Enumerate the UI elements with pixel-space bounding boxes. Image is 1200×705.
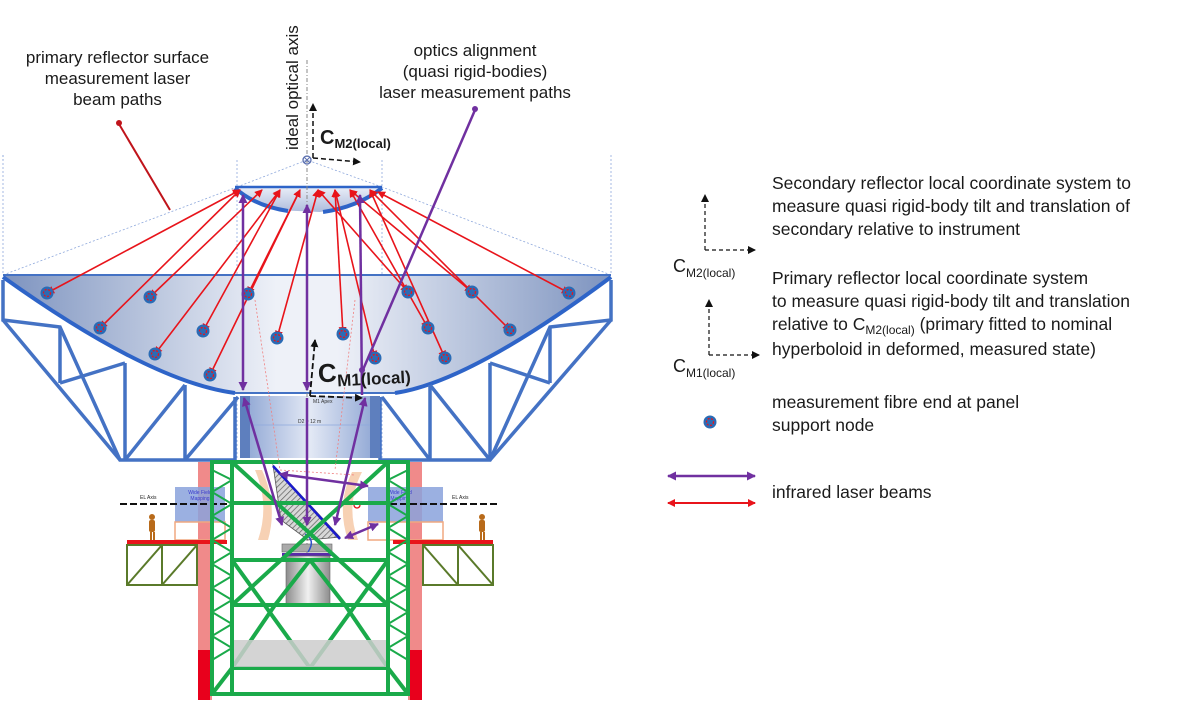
fibre-node-icon xyxy=(438,351,452,365)
legend-cm2-sub: M2(local) xyxy=(686,266,736,280)
legend-text-line: to measure quasi rigid-body tilt and tra… xyxy=(772,291,1130,311)
legend-cm2-symbol: CM2(local) xyxy=(673,256,736,280)
legend-text-line: measure quasi rigid-body tilt and transl… xyxy=(772,196,1130,216)
cm2-local-axes xyxy=(309,103,361,166)
person-figure-left xyxy=(149,514,155,540)
callout-line: (quasi rigid-bodies) xyxy=(402,62,548,81)
ray-trace-lines xyxy=(254,299,356,476)
callout-line: laser measurement paths xyxy=(379,83,571,102)
fibre-node-icon xyxy=(368,351,382,365)
legend-cm1-sub: M1(local) xyxy=(686,366,736,380)
fibre-node-icon xyxy=(336,327,350,341)
cm2-label: CM2(local) xyxy=(320,127,391,152)
el-axis-right-label: EL Axis xyxy=(452,495,469,501)
wide-field-right-l1: Wide Field xyxy=(388,490,412,496)
primary-callout-line xyxy=(118,123,171,211)
wide-field-right-l2: Mapping xyxy=(390,496,409,502)
truss-zigzag xyxy=(210,469,410,661)
legend-text-line: relative to CM2(local) (primary fitted t… xyxy=(772,313,1130,338)
primary-callout-dot xyxy=(116,120,122,126)
legend-text-line: support node xyxy=(772,415,875,435)
fibre-node-icon xyxy=(148,347,162,361)
legend-cm1-text: Primary reflector local coordinate syste… xyxy=(772,267,1130,361)
base-floor xyxy=(234,640,386,667)
red-laser-ray xyxy=(332,189,378,359)
legend-cm2-text: Secondary reflector local coordinate sys… xyxy=(772,172,1131,241)
side-platforms xyxy=(126,514,494,586)
alignment-laser-beams xyxy=(238,109,477,540)
legend-laser-text: infrared laser beams xyxy=(772,482,932,502)
legend-text-line: secondary relative to instrument xyxy=(772,219,1021,239)
legend-text-line: Secondary reflector local coordinate sys… xyxy=(772,173,1131,193)
fibre-node-icon xyxy=(465,285,479,299)
legend-text-sub: M2(local) xyxy=(865,323,915,337)
wide-field-left-l2: Mapping xyxy=(190,496,209,502)
wide-field-left-l1: Wide Field xyxy=(188,490,212,496)
m2-origin-icon xyxy=(302,155,312,165)
cm2-sub: M2(local) xyxy=(334,136,391,151)
callout-line: optics alignment xyxy=(413,41,537,60)
fibre-node-icon xyxy=(270,331,284,345)
red-laser-ray xyxy=(209,189,301,376)
legend-fibre-node-icon xyxy=(703,415,717,429)
fibre-node-icon xyxy=(401,285,415,299)
fibre-node-icon xyxy=(562,286,576,300)
legend-cm2-main: C xyxy=(673,256,686,276)
m1-apex-label: M1 Apex xyxy=(313,399,333,405)
primary-laser-beams xyxy=(46,189,570,376)
legend-text-line: measurement fibre end at panel xyxy=(772,392,1020,412)
legend-text-pre: relative to C xyxy=(772,314,866,334)
primary-surface-callout: primary reflector surface measurement la… xyxy=(0,47,235,110)
d2-label: D2 = 12 m xyxy=(298,419,321,425)
fibre-node-icon xyxy=(421,321,435,335)
optics-alignment-callout: optics alignment (quasi rigid-bodies) la… xyxy=(375,40,575,103)
cm1-local-axes xyxy=(309,339,363,402)
fibre-node-icon xyxy=(143,290,157,304)
optics-callout-dot xyxy=(472,106,478,112)
fibre-node-icon xyxy=(196,324,210,338)
cm2-main: C xyxy=(320,127,335,149)
callout-line: measurement laser xyxy=(44,69,191,88)
fibre-node-icon xyxy=(93,321,107,335)
legend-cm1-axes-icon xyxy=(705,299,760,359)
legend-text-line: hyperboloid in deformed, measured state) xyxy=(772,339,1096,359)
person-figure-right xyxy=(479,514,485,540)
fibre-node-icon xyxy=(203,368,217,382)
callout-line: primary reflector surface xyxy=(25,48,210,67)
legend-cm2-axes-icon xyxy=(701,194,756,254)
el-axis-left-label: EL Axis xyxy=(140,495,157,501)
callout-line: beam paths xyxy=(73,90,162,109)
fibre-node-icon xyxy=(503,323,517,337)
fibre-node-icon xyxy=(40,286,54,300)
legend-text-post: (primary fitted to nominal xyxy=(914,314,1113,334)
legend-text-line: Primary reflector local coordinate syste… xyxy=(772,268,1089,288)
legend-cm1-symbol: CM1(local) xyxy=(673,356,736,380)
legend-cm1-main: C xyxy=(673,356,686,376)
legend-fibre-text: measurement fibre end at panel support n… xyxy=(772,391,1019,437)
